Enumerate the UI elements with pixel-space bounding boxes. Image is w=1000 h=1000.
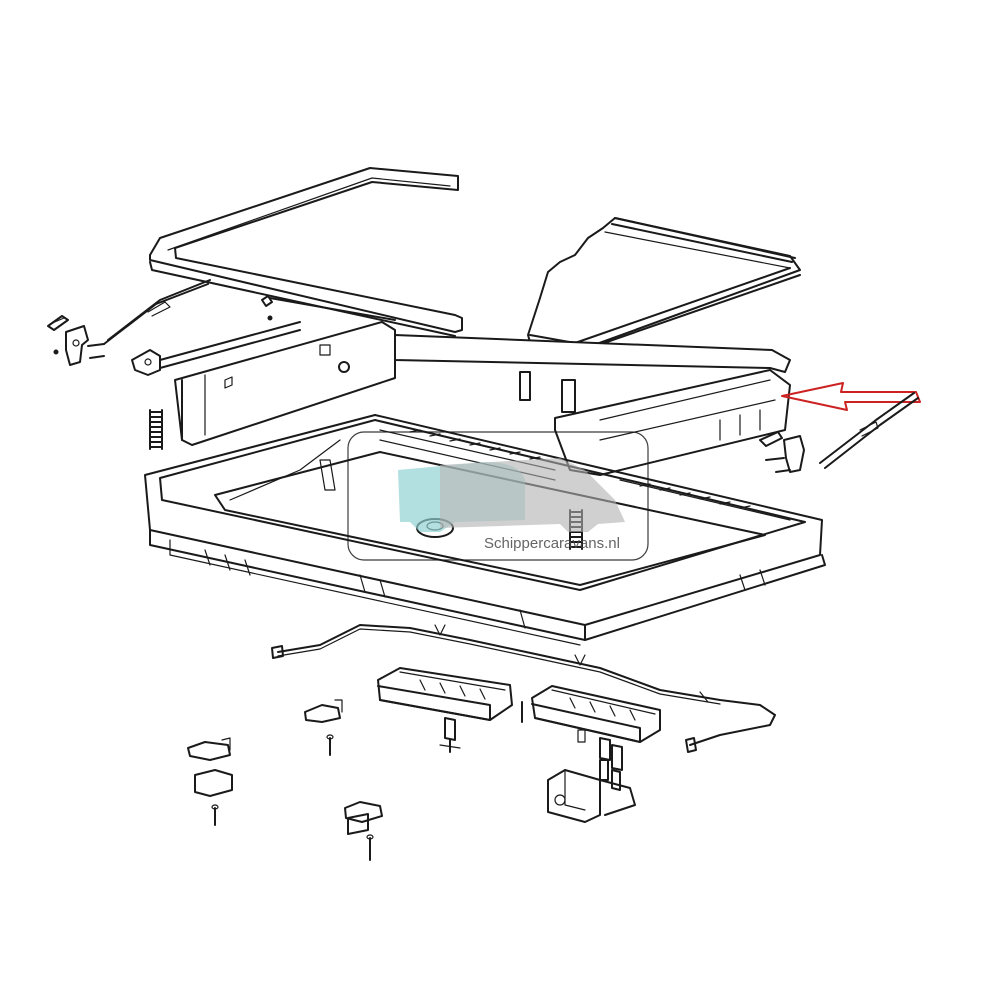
motor: [547, 759, 636, 823]
top-seal-frame: [149, 167, 463, 337]
base-frame: [144, 414, 826, 646]
front-frame-rail: [394, 334, 791, 476]
left-arm-bracket: [131, 295, 301, 376]
watermark-van-icon: [440, 458, 625, 532]
clip-bracket-1: [304, 699, 343, 756]
left-latch-assembly: [47, 279, 211, 366]
blind-roll: [527, 217, 801, 353]
switch-unit-right: [531, 685, 661, 771]
right-latch-assembly: [759, 392, 919, 473]
pointer-arrow: [781, 382, 921, 411]
clip-bracket-2: [187, 737, 233, 826]
watermark-text: Schippercaravans.nl: [484, 535, 620, 552]
left-spring: [149, 409, 163, 450]
switch-unit-left: [377, 667, 513, 753]
watermark: Schippercaravans.nl: [347, 431, 649, 561]
clip-bracket-3: [344, 801, 383, 861]
cable-harness: [271, 624, 776, 753]
left-rear-panel: [174, 297, 396, 446]
